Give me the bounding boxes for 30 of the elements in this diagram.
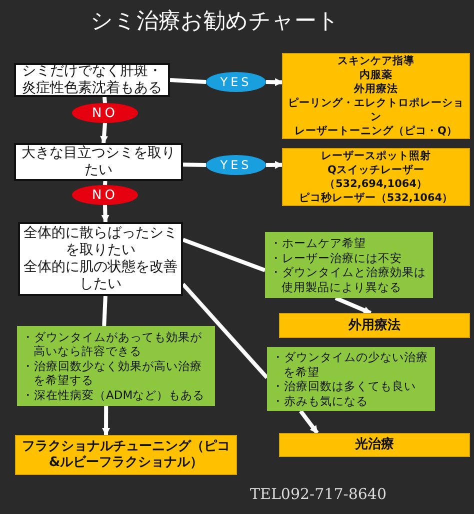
result-box: レーザースポット照射 Qスイッチレーザー（532,694,1064） ピコ秒レーザー（532,1064） (282, 148, 470, 206)
connector-line (182, 282, 268, 380)
phone-number: TEL092-717-8640 (250, 484, 386, 504)
question-box: 大きな目立つシミを取りたい (14, 143, 183, 181)
no-ellipse: NO (72, 185, 138, 205)
no-ellipse: NO (72, 103, 138, 123)
arrow (299, 410, 319, 434)
arrow (334, 296, 372, 315)
arrow (102, 406, 110, 436)
connector-line (102, 296, 108, 326)
result-box: スキンケア指導 内服薬 外用療法 ピーリング・エレクトロポレーション レーザートーニング（ピコ・Q） (282, 53, 470, 139)
result-box: フラクショナルチューニング（ピコ&ルビーフラクショナル） (15, 435, 237, 475)
connector-line (103, 180, 108, 186)
condition-box: ・ダウンタイムの少ない治療を希望 ・治療回数は多くても良い ・赤みも気になる (267, 347, 435, 411)
arrow (266, 78, 283, 86)
arrow (101, 204, 110, 223)
connector-line (102, 96, 107, 104)
condition-box: ・ダウンタイムがあっても効果が高いなら許容できる ・治療回数少なく効果が高い治療を希望する ・深在性病変（ADMなど）もある (17, 326, 215, 406)
yes-ellipse: YES (206, 72, 266, 92)
arrow (266, 160, 283, 169)
yes-ellipse: YES (206, 155, 266, 175)
arrow (100, 122, 108, 144)
result-box: 光治療 (279, 433, 470, 457)
connector-line (182, 162, 206, 167)
question-box: 全体的に散らばったシミを取りたい 全体的に肌の状態を改善したい (18, 222, 183, 296)
condition-box: ・ホームケア希望 ・レーザー治療には不安 ・ダウンタイムと治療効果は使用製品により異なる (265, 232, 433, 298)
chart-title: シミ治療お勧めチャート (90, 8, 340, 36)
connector-line (182, 238, 266, 272)
result-box: 外用療法 (279, 313, 470, 338)
connector-line (170, 78, 206, 84)
